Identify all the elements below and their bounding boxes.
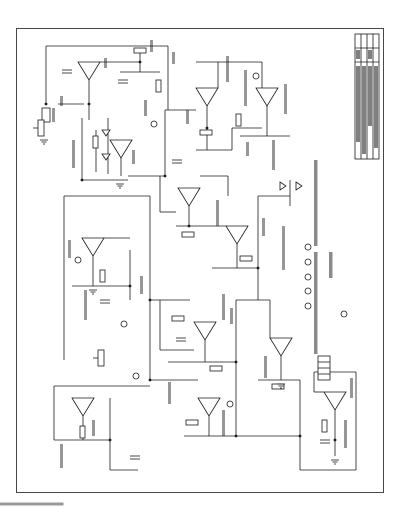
ground-icon: [89, 289, 97, 295]
capacitor: [100, 299, 110, 304]
ground-icon: [116, 183, 124, 189]
ground-symbols: [40, 139, 339, 465]
resistor: [209, 365, 223, 372]
resistor: [235, 113, 242, 127]
capacitor: [320, 439, 330, 444]
op-amp-group: [71, 61, 347, 417]
diodes: [101, 129, 303, 191]
potentiometer: [97, 349, 105, 367]
potentiometers: [33, 119, 105, 367]
potentiometer: [37, 119, 45, 137]
diode: [279, 181, 287, 191]
title-block: [354, 33, 380, 160]
op-amp-u7: [225, 225, 249, 245]
junction-dots: [44, 60, 337, 442]
resistors: [41, 47, 328, 439]
op-amp-u2: [109, 139, 133, 159]
capacitor: [130, 455, 140, 460]
capacitors: [62, 69, 330, 460]
component-labels: [0, 40, 353, 506]
resistor: [79, 425, 86, 439]
resistor: [171, 315, 185, 322]
legend-symbol-5: [304, 302, 312, 310]
legend-symbol-1: [304, 243, 312, 251]
ground-icon: [277, 383, 285, 389]
wiring: [45, 45, 357, 471]
resistor: [239, 255, 253, 262]
op-amp-u5: [177, 187, 201, 207]
ground-icon: [331, 459, 339, 465]
op-amp-u8: [193, 321, 217, 341]
sheet-border: [16, 28, 384, 493]
resistor: [92, 135, 99, 149]
resistor: [133, 47, 147, 54]
capacitor: [62, 69, 72, 74]
op-amp-u10: [71, 397, 95, 417]
capacitor: [176, 337, 186, 342]
op-amp-u3: [195, 87, 219, 107]
test-point: [340, 310, 348, 318]
op-amp-u12: [323, 391, 347, 411]
legend-symbol-4: [304, 287, 312, 295]
output-connector: [317, 355, 331, 381]
test-point: [252, 72, 260, 80]
diode: [101, 153, 111, 161]
diode: [295, 181, 303, 191]
legend-symbol-2: [304, 258, 312, 266]
test-point: [226, 400, 234, 408]
resistor: [181, 231, 195, 238]
resistor: [271, 383, 285, 390]
test-points: [74, 72, 348, 408]
op-amp-u11: [197, 397, 221, 417]
op-amp-u6: [81, 237, 105, 257]
capacitor: [172, 159, 182, 164]
resistor: [199, 129, 213, 136]
legend-text: [314, 160, 333, 354]
capacitor: [118, 79, 128, 84]
test-point: [74, 256, 82, 264]
test-point: [132, 372, 140, 380]
diode: [101, 129, 111, 137]
op-amp-u1: [77, 61, 101, 81]
op-amp-u9: [269, 337, 293, 357]
ground-icon: [40, 139, 48, 145]
test-point: [120, 320, 128, 328]
legend-symbol-3: [304, 273, 312, 281]
resistor: [321, 419, 328, 433]
op-amp-u4: [255, 87, 279, 107]
resistor: [41, 107, 51, 123]
test-point: [150, 120, 158, 128]
resistor: [99, 269, 106, 283]
resistor: [185, 419, 199, 426]
title-block-text: [356, 50, 378, 154]
symbol-legend: [304, 160, 333, 354]
resistor: [155, 79, 162, 93]
